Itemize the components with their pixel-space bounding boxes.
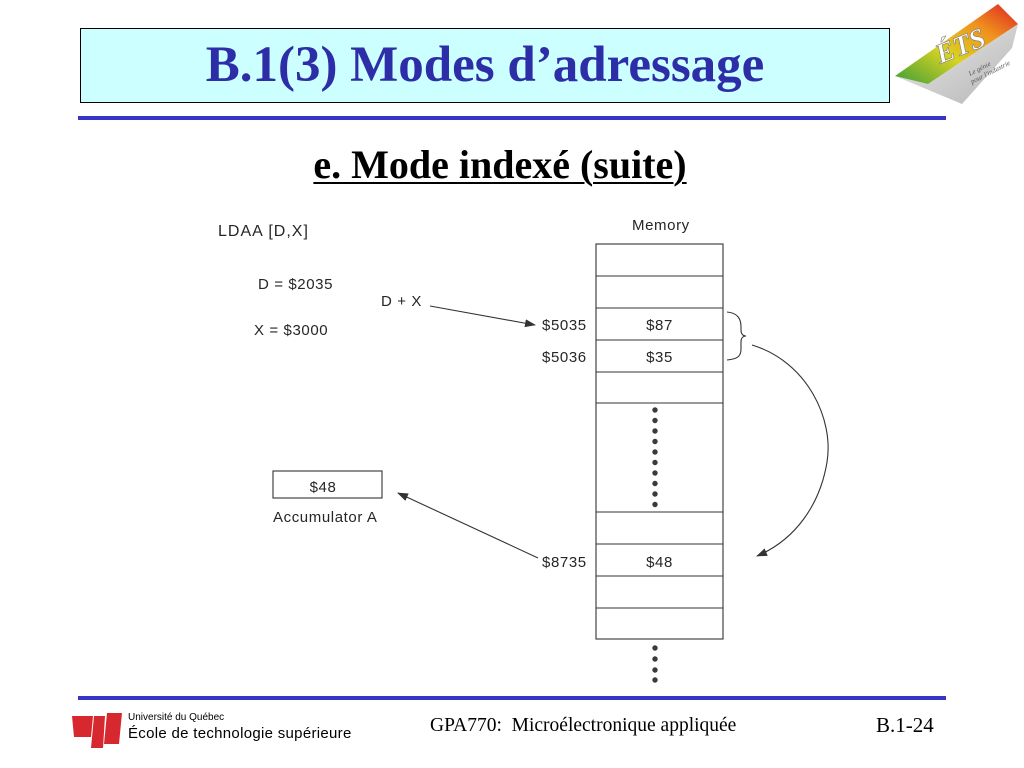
header-rule: [78, 116, 946, 120]
uq-logo-block: [91, 716, 105, 748]
x-register-value: X = $3000: [254, 322, 328, 339]
ellipsis-dot: [652, 438, 658, 445]
ellipsis-dot: [652, 407, 658, 413]
ellipsis-dot: [652, 656, 658, 662]
ellipsis-dot: [652, 480, 658, 487]
memory-cell: $8735 $48: [542, 554, 673, 571]
accumulator-label: Accumulator A: [273, 509, 378, 526]
memory-label: Memory: [632, 217, 690, 234]
ellipsis-dot: [652, 677, 658, 683]
pointer-arrow: [429, 305, 536, 328]
memory-value: $35: [646, 349, 673, 366]
uq-logo: [72, 713, 122, 748]
memory-address: $5035: [542, 317, 587, 334]
footer-rule: [78, 696, 946, 700]
two-byte-brace: [726, 311, 747, 361]
indexed-addressing-diagram: LDAA [D,X] D = $2035 X = $3000 D + X Mem…: [218, 217, 829, 683]
memory-address: $5036: [542, 349, 587, 366]
indirect-pointer-arrow: [751, 344, 829, 557]
uq-logo-block: [104, 713, 122, 744]
memory-cell: $5036 $35: [542, 349, 673, 366]
school-name: École de technologie supérieure: [128, 725, 352, 742]
ellipsis-dot: [652, 449, 658, 455]
load-arrow: [397, 492, 539, 559]
memory-value: $48: [646, 554, 673, 571]
uq-logo-block: [72, 716, 93, 737]
accumulator-value: $48: [310, 479, 337, 496]
ellipsis-dot: [652, 459, 658, 466]
ellipsis-dot: [652, 470, 658, 476]
university-name: Université du Québec: [128, 712, 225, 723]
memory-frame: [595, 243, 724, 640]
instruction-label: LDAA [D,X]: [218, 223, 309, 240]
ellipsis-dot: [652, 491, 658, 497]
ellipsis-dot: [652, 501, 658, 508]
slide-subtitle: e. Mode indexé (suite): [313, 142, 687, 187]
memory-column: [595, 243, 724, 640]
ellipsis-dot: [652, 667, 658, 673]
memory-value: $87: [646, 317, 673, 334]
memory-cell: $5035 $87: [542, 317, 673, 334]
effective-address-label: D + X: [381, 293, 422, 310]
ellipsis-dot: [652, 645, 658, 651]
title-box: B.1(3) Modes d’adressage: [80, 28, 890, 103]
course-title: GPA770: Microélectronique appliquée: [430, 715, 737, 736]
ellipsis-dot: [652, 428, 658, 434]
memory-address: $8735: [542, 554, 587, 571]
slide-title: B.1(3) Modes d’adressage: [205, 37, 765, 93]
d-register-value: D = $2035: [258, 276, 333, 293]
ets-logo-lower-face: [895, 24, 1018, 104]
ets-logo: ÉTS Le génie pour l'industrie: [895, 4, 1018, 104]
memory-ellipsis-dots: [652, 407, 658, 683]
ellipsis-dot: [652, 417, 658, 424]
accumulator-a: $48 Accumulator A: [272, 470, 383, 526]
page-number: B.1-24: [876, 713, 934, 737]
accumulator-box: [272, 470, 383, 499]
ets-logo-ribbon: [895, 4, 1018, 84]
